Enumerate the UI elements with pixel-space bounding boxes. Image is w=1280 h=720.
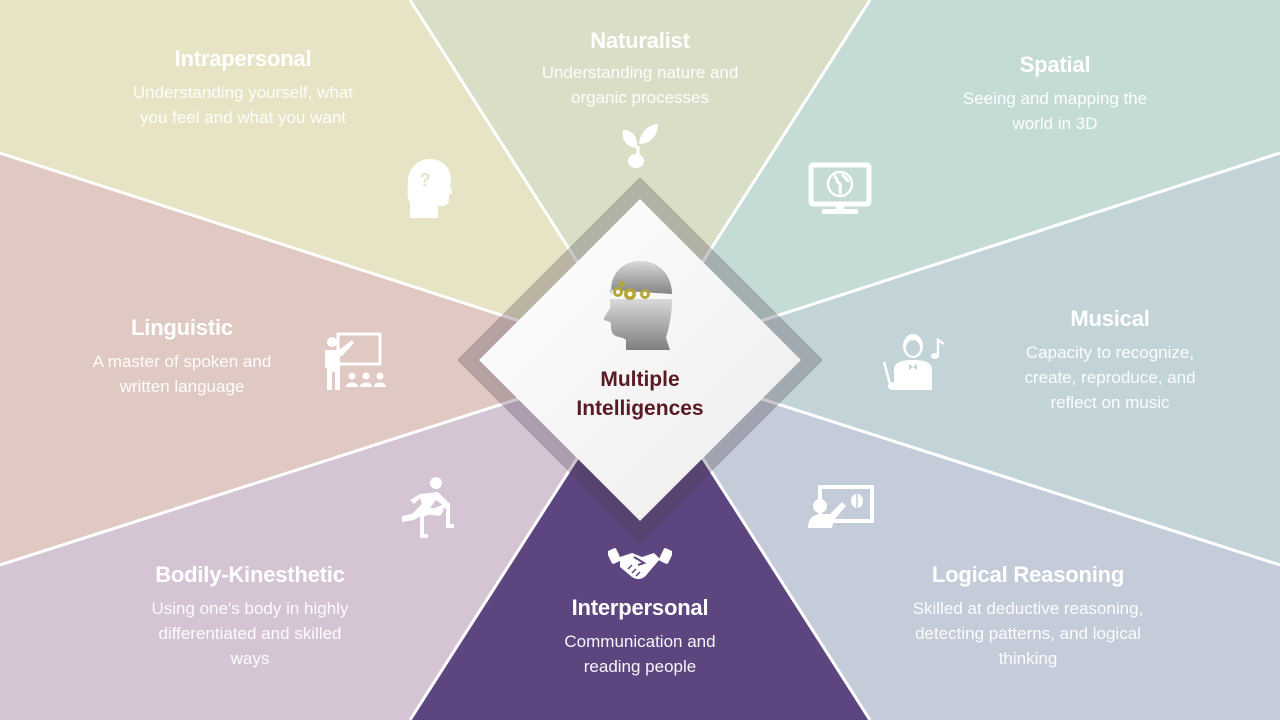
desc-line: Understanding yourself, what: [132, 83, 354, 102]
segment-description: Communication and reading people: [490, 629, 790, 679]
conductor-music-icon: [882, 334, 945, 390]
head-gears-icon: [603, 261, 672, 350]
desc-line: written language: [119, 377, 245, 396]
handshake-icon: [608, 548, 672, 580]
segment-title: Logical Reasoning: [931, 562, 1125, 587]
desc-line: you feel and what you want: [139, 108, 347, 127]
desc-line: Using one's body in highly: [151, 599, 349, 618]
desc-line: Understanding nature and: [541, 63, 739, 82]
segment-musical: Musical Capacity to recognize, create, r…: [960, 306, 1260, 415]
center-title-line2: Intelligences: [576, 397, 704, 420]
wedge-intrapersonal-left: [0, 0, 640, 360]
segment-interpersonal: Interpersonal Communication and reading …: [490, 595, 790, 679]
desc-line: differentiated and skilled: [158, 624, 342, 643]
desc-line: create, reproduce, and: [1024, 368, 1196, 387]
wedge-bodily: [0, 360, 640, 720]
svg-text:?: ?: [420, 170, 431, 190]
segment-naturalist: Naturalist Understanding nature and orga…: [490, 28, 790, 110]
desc-line: detecting patterns, and logical: [915, 624, 1141, 643]
segment-description: Seeing and mapping the world in 3D: [905, 86, 1205, 136]
desc-line: world in 3D: [1012, 114, 1098, 133]
center-title-line1: Multiple: [600, 368, 680, 391]
segment-intrapersonal: Intrapersonal Understanding yourself, wh…: [93, 46, 393, 130]
segment-title: Spatial: [1019, 52, 1091, 77]
segment-description: A master of spoken and written language: [32, 349, 332, 399]
segment-title: Interpersonal: [571, 595, 709, 620]
monitor-globe-icon: [808, 162, 872, 214]
desc-line: Communication and: [564, 632, 716, 651]
wedge-spatial: [640, 0, 1280, 360]
desc-line: Skilled at deductive reasoning,: [912, 599, 1144, 618]
sprout-icon: [622, 124, 658, 168]
desc-line: organic processes: [571, 88, 709, 107]
segment-description: Understanding yourself, what you feel an…: [93, 80, 393, 130]
segment-spatial: Spatial Seeing and mapping the world in …: [905, 52, 1205, 136]
segment-linguistic: Linguistic A master of spoken and writte…: [32, 315, 332, 399]
desc-line: Capacity to recognize,: [1025, 343, 1195, 362]
wedge-logical: [640, 360, 1280, 720]
center-title: Multiple Intelligences: [540, 365, 740, 423]
desc-line: thinking: [998, 649, 1058, 668]
segment-logical-reasoning: Logical Reasoning Skilled at deductive r…: [868, 562, 1188, 671]
wedge-interpersonal: [410, 360, 870, 720]
segment-title: Naturalist: [590, 28, 690, 53]
segment-bodily-kinesthetic: Bodily-Kinesthetic Using one's body in h…: [100, 562, 400, 671]
segment-description: Using one's body in highly differentiate…: [100, 596, 400, 671]
teacher-class-icon: [325, 332, 386, 390]
head-question-icon: ?: [407, 159, 453, 218]
wedge-linguistic: [0, 153, 640, 565]
segment-title: Intrapersonal: [174, 46, 312, 71]
segment-title: Linguistic: [131, 315, 233, 340]
desc-line: A master of spoken and: [92, 352, 272, 371]
presenter-brain-icon: [808, 485, 874, 528]
segment-description: Capacity to recognize, create, reproduce…: [960, 340, 1260, 415]
segment-description: Understanding nature and organic process…: [490, 60, 790, 110]
wedge-naturalist: [410, 0, 870, 360]
desc-line: ways: [230, 649, 270, 668]
hurdle-runner-icon: [402, 477, 454, 538]
desc-line: reflect on music: [1050, 393, 1170, 412]
segment-description: Skilled at deductive reasoning, detectin…: [868, 596, 1188, 671]
segment-title: Bodily-Kinesthetic: [155, 562, 345, 587]
desc-line: Seeing and mapping the: [962, 89, 1148, 108]
wedge-musical: [640, 153, 1280, 565]
center-diamond: [479, 199, 801, 521]
desc-line: reading people: [583, 657, 697, 676]
segment-title: Musical: [1070, 306, 1150, 331]
